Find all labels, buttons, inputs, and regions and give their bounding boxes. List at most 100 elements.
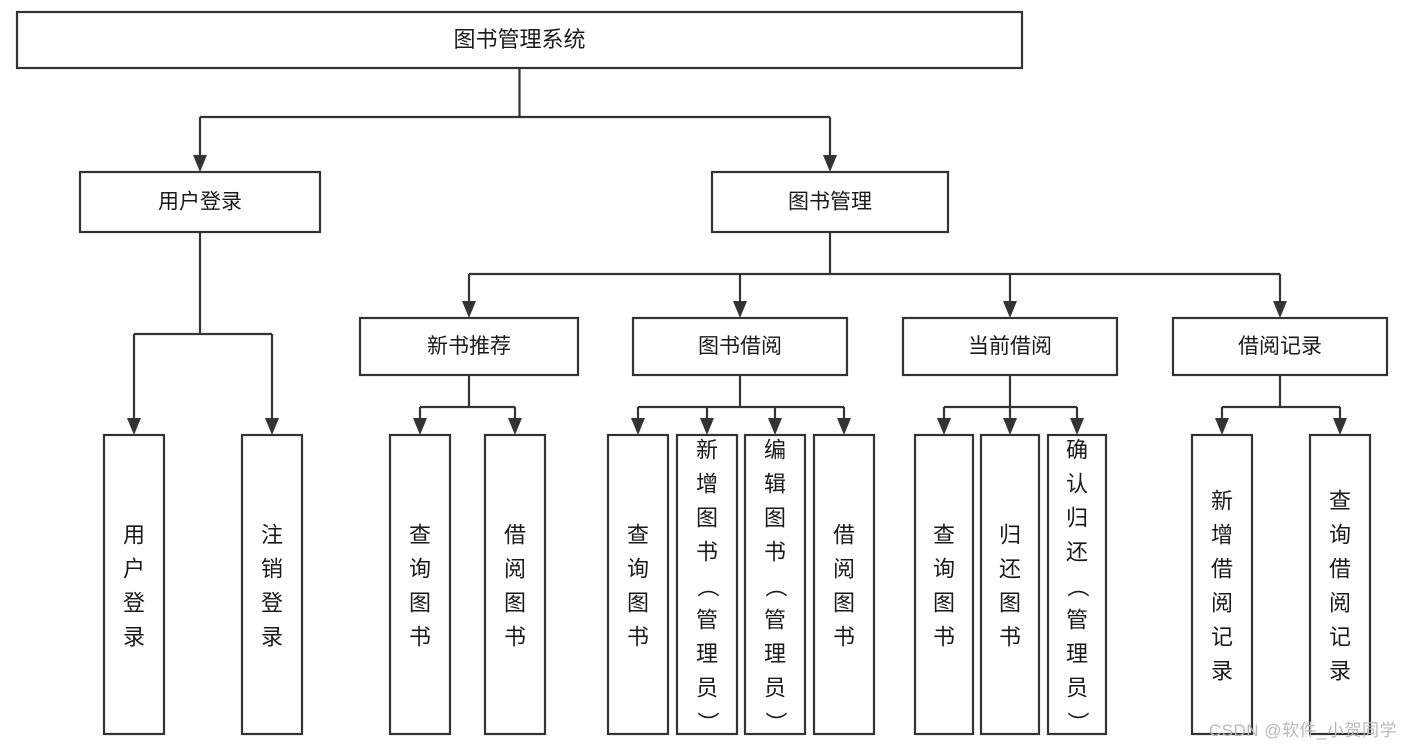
node-book-management-box[interactable] [710, 170, 950, 234]
svg-text:询: 询 [627, 557, 649, 582]
node-current-borrow-box[interactable] [901, 316, 1119, 377]
svg-text:记: 记 [1211, 625, 1233, 650]
arrow-head-leaf-query-book-borrow [631, 418, 645, 435]
svg-text:阅: 阅 [1329, 591, 1351, 616]
root-node[interactable]: 图书管理系统 [15, 10, 1024, 70]
svg-text:新: 新 [696, 438, 718, 463]
node-leaf-user-login-label: 用户登录 [123, 523, 145, 650]
node-leaf-logout-login-box[interactable] [240, 433, 304, 736]
arrow-head-borrow-record [1273, 301, 1287, 318]
svg-text:录: 录 [1211, 659, 1233, 684]
svg-text:增: 增 [1211, 523, 1233, 548]
svg-text:辑: 辑 [764, 472, 786, 497]
node-leaf-query-book-new-box[interactable] [388, 433, 452, 736]
svg-text:书: 书 [933, 625, 955, 650]
root-node-box[interactable] [15, 10, 1024, 70]
node-leaf-add-borrow-record-box[interactable] [1190, 433, 1254, 736]
svg-text:（: （ [763, 575, 788, 597]
node-leaf-confirm-return-admin-box[interactable] [1046, 433, 1108, 736]
svg-text:书: 书 [504, 625, 526, 650]
svg-text:询: 询 [1329, 523, 1351, 548]
arrow-head-leaf-add-book-admin [700, 418, 714, 435]
svg-text:户: 户 [123, 557, 145, 582]
node-leaf-borrow-book-box[interactable] [812, 433, 876, 736]
svg-text:录: 录 [1329, 659, 1351, 684]
node-leaf-query-book-current-box[interactable] [913, 433, 975, 736]
svg-text:图: 图 [696, 506, 718, 531]
svg-text:查: 查 [1329, 489, 1351, 514]
arrow-head-leaf-borrow-book-new [508, 418, 522, 435]
svg-text:管: 管 [696, 608, 718, 633]
node-book-management[interactable]: 图书管理 [710, 170, 950, 234]
svg-text:图: 图 [764, 506, 786, 531]
arrow-head-leaf-edit-book-admin [768, 418, 782, 435]
arrow-head-user-login [193, 155, 207, 172]
svg-text:书: 书 [833, 625, 855, 650]
svg-text:书: 书 [764, 540, 786, 565]
svg-text:查: 查 [409, 523, 431, 548]
node-book-borrow-box[interactable] [631, 316, 849, 377]
node-leaf-query-borrow-record-box[interactable] [1308, 433, 1372, 736]
node-user-login-box[interactable] [78, 170, 322, 234]
node-borrow-record[interactable]: 借阅记录 [1171, 316, 1389, 377]
svg-text:）: ） [695, 711, 720, 733]
svg-text:归: 归 [999, 523, 1021, 548]
svg-text:图: 图 [933, 591, 955, 616]
svg-text:阅: 阅 [833, 557, 855, 582]
node-borrow-record-box[interactable] [1171, 316, 1389, 377]
node-new-book-recommend[interactable]: 新书推荐 [358, 316, 580, 377]
node-leaf-add-book-admin-box[interactable] [675, 433, 739, 736]
node-user-login[interactable]: 用户登录 [78, 170, 322, 234]
svg-text:登: 登 [123, 591, 145, 616]
svg-text:员: 员 [764, 676, 786, 701]
svg-text:阅: 阅 [1211, 591, 1233, 616]
node-borrow-record-label: 借阅记录 [1238, 335, 1322, 358]
node-book-management-label: 图书管理 [788, 191, 872, 214]
svg-text:用: 用 [123, 523, 145, 548]
svg-text:归: 归 [1066, 506, 1088, 531]
svg-text:阅: 阅 [504, 557, 526, 582]
node-new-book-recommend-box[interactable] [358, 316, 580, 377]
svg-text:还: 还 [999, 557, 1021, 582]
node-leaf-edit-book-admin-box[interactable] [743, 433, 807, 736]
svg-text:图: 图 [833, 591, 855, 616]
node-leaf-borrow-book-new-box[interactable] [483, 433, 547, 736]
arrow-head-leaf-confirm-return-admin [1070, 418, 1084, 435]
node-leaf-user-login-box[interactable] [102, 433, 166, 736]
node-leaf-query-book-borrow-box[interactable] [606, 433, 670, 736]
svg-text:借: 借 [504, 523, 526, 548]
svg-text:）: ） [1065, 711, 1090, 733]
arrow-head-leaf-add-borrow-record [1215, 418, 1229, 435]
node-current-borrow[interactable]: 当前借阅 [901, 316, 1119, 377]
svg-text:销: 销 [261, 557, 283, 582]
svg-text:书: 书 [627, 625, 649, 650]
node-leaf-user-login[interactable]: 用户登录 [102, 433, 166, 736]
arrow-head-leaf-query-borrow-record [1333, 418, 1347, 435]
svg-text:书: 书 [696, 540, 718, 565]
edges-layer [127, 68, 1347, 435]
node-leaf-return-book-box[interactable] [979, 433, 1041, 736]
node-book-borrow[interactable]: 图书借阅 [631, 316, 849, 377]
svg-text:查: 查 [933, 523, 955, 548]
